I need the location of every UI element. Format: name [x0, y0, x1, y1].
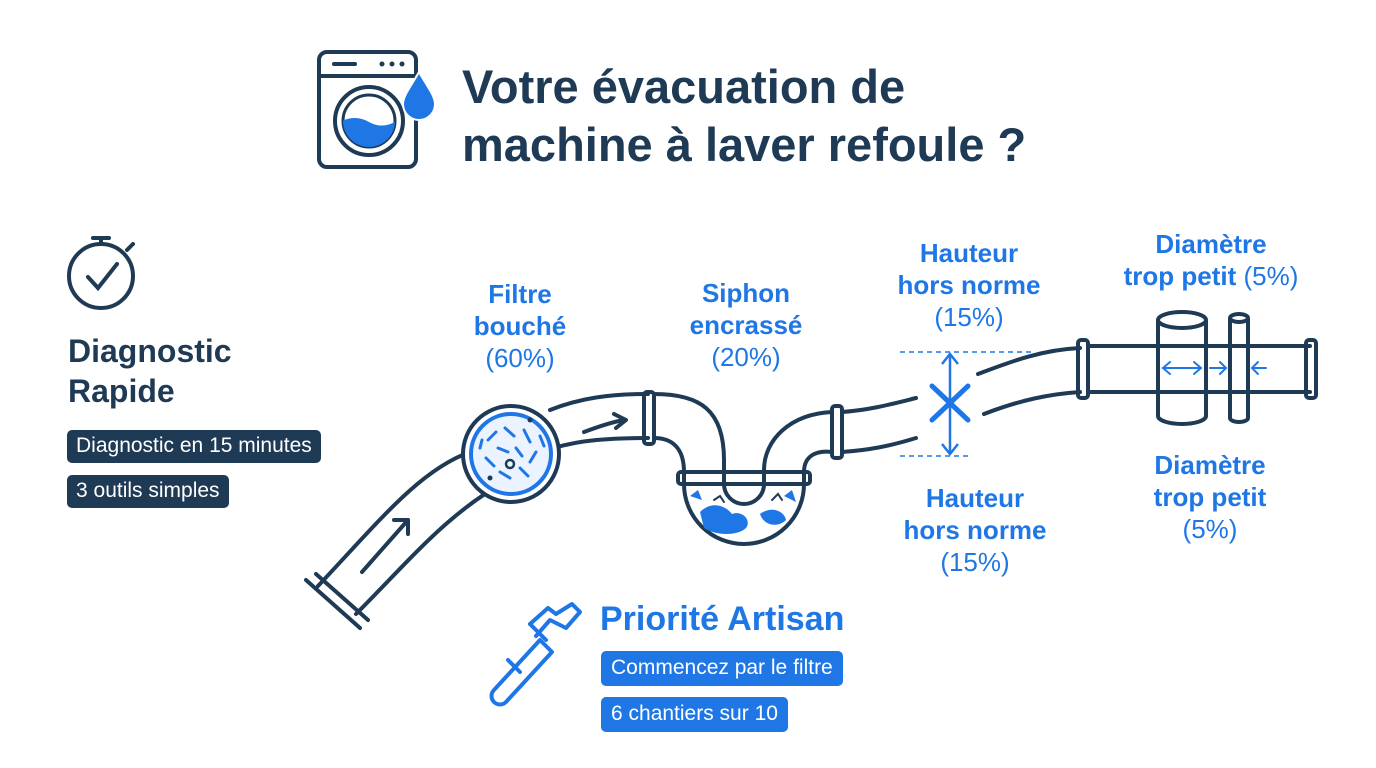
cause-name: trop petit [1153, 482, 1267, 512]
cause-name: Filtre [488, 279, 552, 309]
cause-share: (60%) [485, 343, 555, 373]
cause-name: Diamètre [1155, 229, 1267, 259]
diagnostic-badge-tools: 3 outils simples [67, 475, 229, 508]
cause-share: (5%) [1182, 514, 1238, 544]
cause-name: Diamètre [1154, 450, 1266, 480]
diagnostic-badge-time: Diagnostic en 15 minutes [67, 430, 321, 463]
water-drop-icon [401, 69, 437, 121]
clogged-filter-icon [461, 404, 561, 504]
cause-share: (20%) [711, 342, 781, 372]
priority-heading: Priorité Artisan [600, 600, 845, 638]
cause-name: encrassé [689, 310, 803, 340]
title-line-2: machine à laver refoule ? [462, 118, 1027, 171]
stopwatch-icon [67, 236, 135, 310]
height-cross-icon [900, 351, 1032, 457]
cause-name: Hauteur [925, 483, 1025, 513]
cause-label-diameter-bottom: Diamètre trop petit (5%) [1120, 449, 1300, 545]
cause-label-siphon: Siphon encrassé (20%) [662, 277, 830, 373]
pipe-wrench-icon [489, 602, 582, 707]
cause-name: bouché [473, 311, 567, 341]
cause-share: (15%) [940, 547, 1010, 577]
page-title: Votre évacuation de machine à laver refo… [462, 58, 1182, 174]
cause-share: (15%) [934, 302, 1004, 332]
diameter-comparison [1156, 310, 1250, 426]
diagnostic-heading: Diagnostic Rapide [68, 331, 328, 411]
cause-label-diameter-top: Diamètre trop petit (5%) [1100, 228, 1322, 292]
priority-badge-start: Commencez par le filtre [601, 651, 843, 686]
cause-name: hors norme [903, 515, 1047, 545]
priority-badge-stats: 6 chantiers sur 10 [601, 697, 788, 732]
cause-label-height-bottom: Hauteur hors norme (15%) [880, 482, 1070, 578]
siphon-debris [690, 490, 796, 534]
cause-label-filter: Filtre bouché (60%) [440, 278, 600, 374]
cause-name: Siphon [701, 278, 791, 308]
cause-share: (5%) [1243, 261, 1299, 291]
diagnostic-heading-line-2: Rapide [68, 373, 175, 409]
washing-machine-icon [317, 50, 418, 169]
cause-label-height-top: Hauteur hors norme (15%) [874, 237, 1064, 333]
cause-name: Hauteur [919, 238, 1019, 268]
diagnostic-heading-line-1: Diagnostic [68, 333, 232, 369]
cause-name: trop petit [1123, 261, 1237, 291]
cause-name: hors norme [897, 270, 1041, 300]
title-line-1: Votre évacuation de [462, 60, 906, 113]
